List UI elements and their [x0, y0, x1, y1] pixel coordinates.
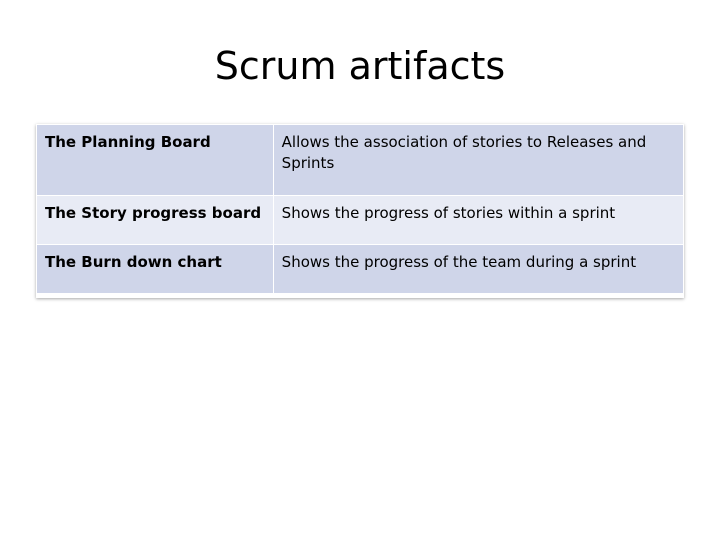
artifact-description: Allows the association of stories to Rel…: [272, 124, 685, 196]
artifact-description: Shows the progress of the team during a …: [272, 244, 685, 294]
table-row: The Burn down chart Shows the progress o…: [36, 244, 685, 294]
slide-title: Scrum artifacts: [214, 44, 506, 88]
artifact-description: Shows the progress of stories within a s…: [272, 195, 685, 245]
artifact-name: The Planning Board: [36, 124, 274, 196]
artifact-name: The Story progress board: [36, 195, 274, 245]
table-row: The Planning Board Allows the associatio…: [36, 124, 685, 196]
artifact-name: The Burn down chart: [36, 244, 274, 294]
table-row: The Story progress board Shows the progr…: [36, 195, 685, 245]
artifacts-table: The Planning Board Allows the associatio…: [36, 124, 685, 294]
